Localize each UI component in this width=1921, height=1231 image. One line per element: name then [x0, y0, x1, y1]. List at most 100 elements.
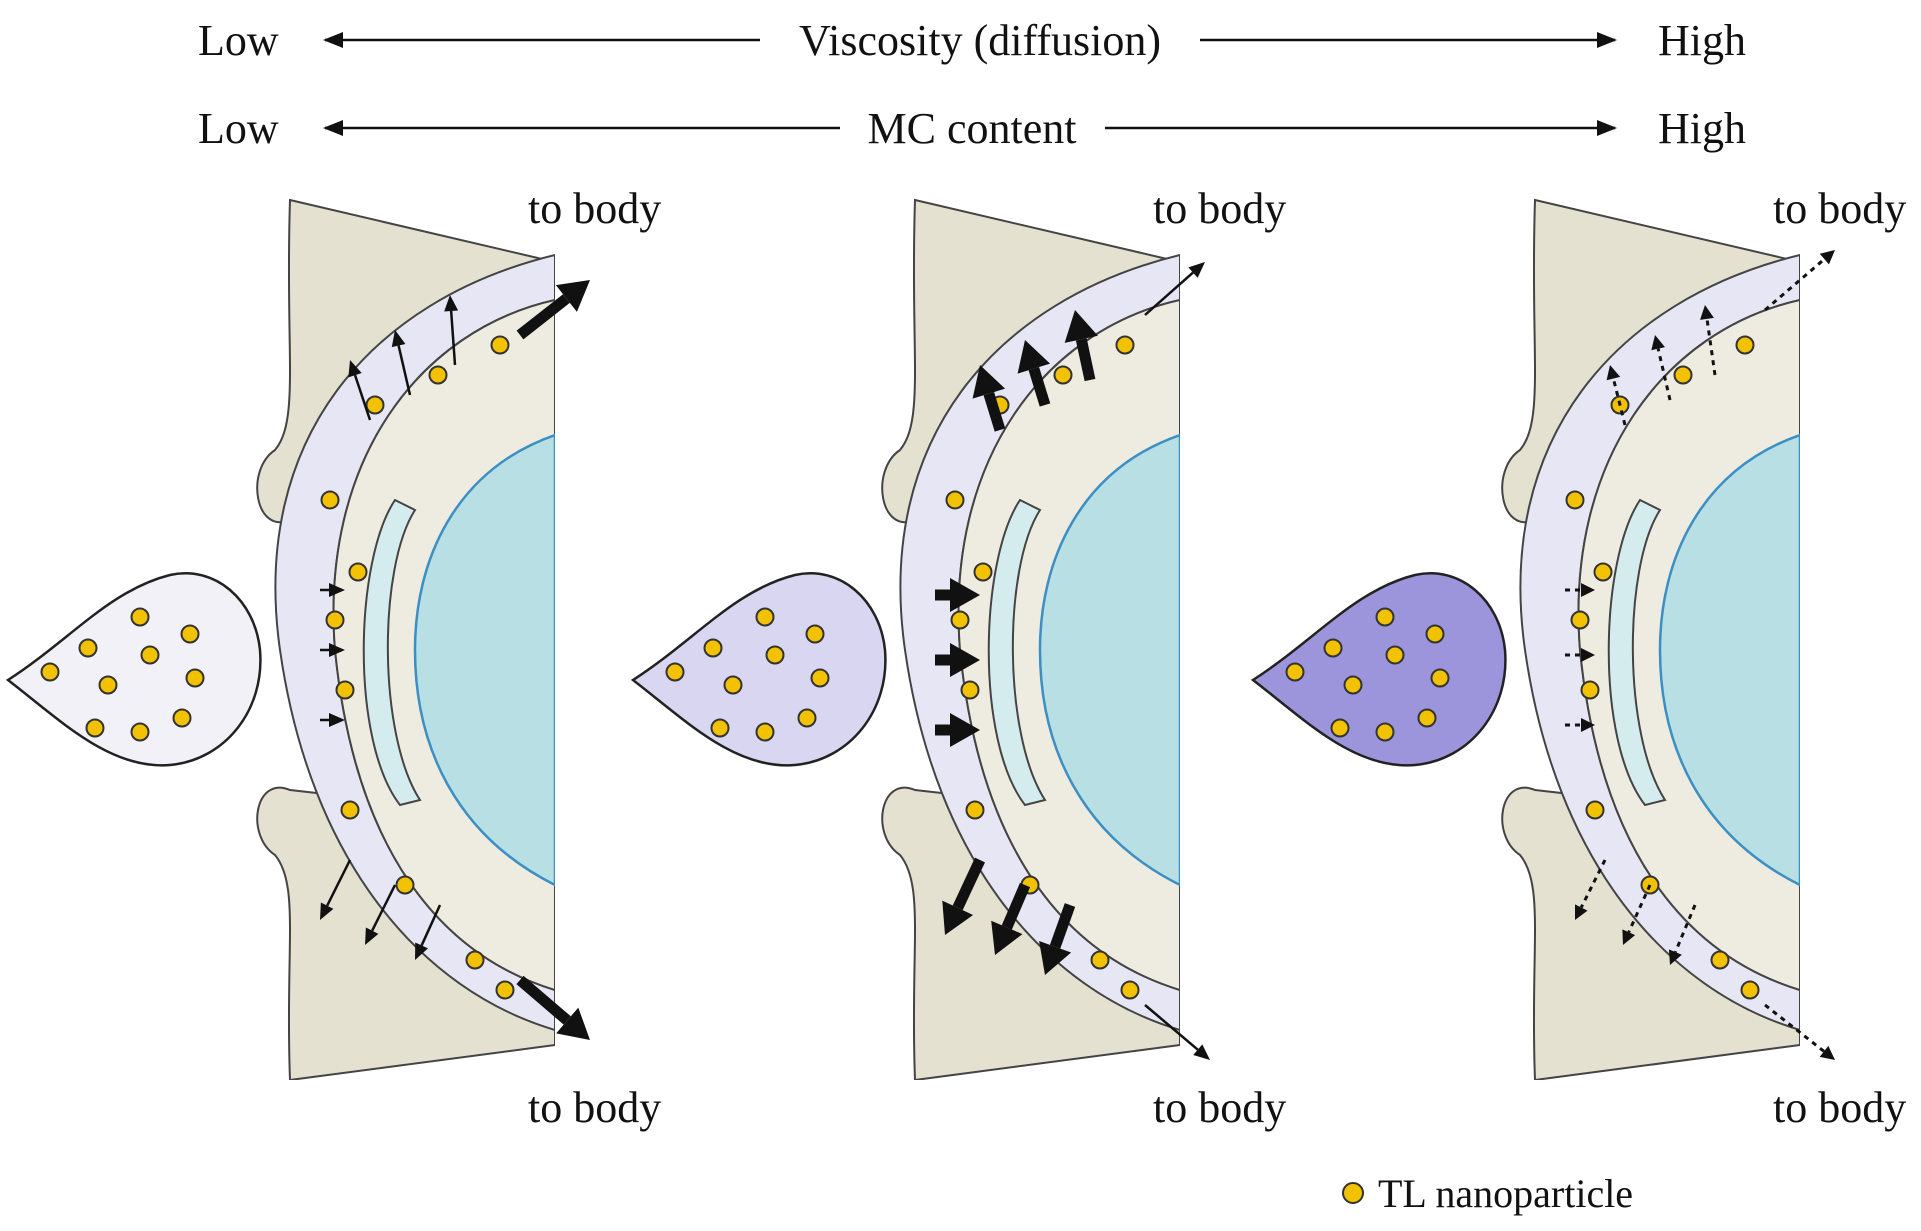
mc-title: MC content [868, 104, 1077, 153]
tl-nanoparticle [395, 875, 415, 895]
tl-nanoparticle [78, 638, 98, 658]
corneal-penetration-arrow [1565, 648, 1595, 662]
upward-flux-arrow [1064, 310, 1098, 382]
eye-cross-section [1501, 198, 1800, 1080]
tl-nanoparticle [1330, 718, 1350, 738]
tl-nanoparticle [965, 800, 985, 820]
viscosity-title: Viscosity (diffusion) [799, 16, 1161, 65]
iris [1658, 433, 1800, 887]
mc-low-label: Low [198, 104, 279, 153]
to-body-top-arrow [516, 280, 590, 340]
tl-nanoparticle [755, 722, 775, 742]
tl-nanoparticle [348, 562, 368, 582]
tl-nanoparticle [320, 490, 340, 510]
tl-nanoparticle [950, 610, 970, 630]
tl-nanoparticle [1580, 680, 1600, 700]
corneal-penetration-arrow [935, 578, 980, 612]
tl-nanoparticle [1285, 662, 1305, 682]
tl-nanoparticle [1425, 624, 1445, 644]
to-body-bottom-arrow [1764, 1003, 1835, 1060]
viscosity-low-label: Low [198, 16, 279, 65]
legend: TL nanoparticle [1342, 1171, 1633, 1216]
downward-flux-arrow [942, 857, 985, 935]
tl-nanoparticle [85, 718, 105, 738]
tl-nanoparticle [1385, 645, 1405, 665]
tl-nanoparticle [1565, 490, 1585, 510]
tl-nanoparticle [755, 607, 775, 627]
upward-flux-arrow [1651, 335, 1672, 401]
tl-nanoparticle [810, 668, 830, 688]
tl-nanoparticle [1375, 722, 1395, 742]
to-body-top-label: to body [1773, 184, 1906, 233]
eye-drop [1250, 572, 1507, 767]
upward-flux-arrow [1606, 365, 1627, 426]
tl-nanoparticle [365, 395, 385, 415]
tl-nanoparticle [340, 800, 360, 820]
viscosity-scale: Low Viscosity (diffusion) High [198, 16, 1746, 65]
to-body-top-arrow [1144, 262, 1205, 316]
tl-nanoparticle [1710, 950, 1730, 970]
corneal-penetration-arrow [320, 643, 345, 657]
tl-nanoparticle [428, 365, 448, 385]
cornea [987, 498, 1047, 807]
tl-nanoparticle [797, 708, 817, 728]
iris [1038, 433, 1180, 887]
tl-nanoparticle [665, 662, 685, 682]
cornea [1607, 498, 1667, 807]
eye-drop [5, 572, 262, 767]
cornea [362, 498, 422, 807]
tl-nanoparticle [98, 675, 118, 695]
downward-flux-arrow [1039, 903, 1076, 975]
to-body-bottom-arrow [1144, 1004, 1210, 1060]
upward-flux-arrow [444, 295, 459, 366]
eye-drop [630, 572, 887, 767]
tl-nanoparticle [1375, 607, 1395, 627]
tl-nanoparticle [490, 335, 510, 355]
tl-nanoparticle [805, 624, 825, 644]
tl-nanoparticle [765, 645, 785, 665]
tl-nanoparticle [703, 638, 723, 658]
tl-nanoparticle [140, 645, 160, 665]
tl-nanoparticle [1323, 638, 1343, 658]
tl-nanoparticle [945, 490, 965, 510]
tl-nanoparticle [960, 680, 980, 700]
nanoparticle-legend-icon [1342, 1182, 1364, 1204]
corneal-penetration-arrow [1565, 583, 1595, 597]
downward-flux-arrow [1668, 904, 1697, 965]
tl-nanoparticle [40, 662, 60, 682]
tl-nanoparticle [1673, 365, 1693, 385]
tl-nanoparticle [1735, 335, 1755, 355]
tl-nanoparticle [1740, 980, 1760, 1000]
tl-nanoparticle [172, 708, 192, 728]
tl-nanoparticle [1430, 668, 1450, 688]
downward-flux-arrow [365, 884, 397, 945]
tl-nanoparticle [180, 624, 200, 644]
upward-flux-arrow [348, 360, 372, 421]
tl-nanoparticle [1120, 980, 1140, 1000]
downward-flux-arrow [415, 904, 442, 960]
downward-flux-arrow [1622, 884, 1652, 945]
upward-flux-arrow [1017, 340, 1051, 407]
tl-nanoparticle [130, 607, 150, 627]
corneal-penetration-arrow [935, 713, 980, 747]
mc-content-scale: Low MC content High [198, 104, 1746, 153]
upward-flux-arrow [972, 365, 1006, 432]
tl-nanoparticle [1417, 708, 1437, 728]
downward-flux-arrow [1575, 859, 1607, 920]
corneal-penetration-arrow [320, 713, 345, 727]
legend-label: TL nanoparticle [1378, 1171, 1633, 1216]
mc-high-label: High [1658, 104, 1746, 153]
to-body-top-arrow [1764, 250, 1835, 312]
tl-nanoparticle [1090, 950, 1110, 970]
tl-nanoparticle [1115, 335, 1135, 355]
downward-flux-arrow [320, 859, 352, 920]
tl-nanoparticle [1570, 610, 1590, 630]
upward-flux-arrow [391, 330, 412, 396]
tl-nanoparticle [710, 718, 730, 738]
tl-nanoparticle [495, 980, 515, 1000]
tl-nanoparticle [1053, 365, 1073, 385]
upward-flux-arrow [1700, 305, 1717, 376]
